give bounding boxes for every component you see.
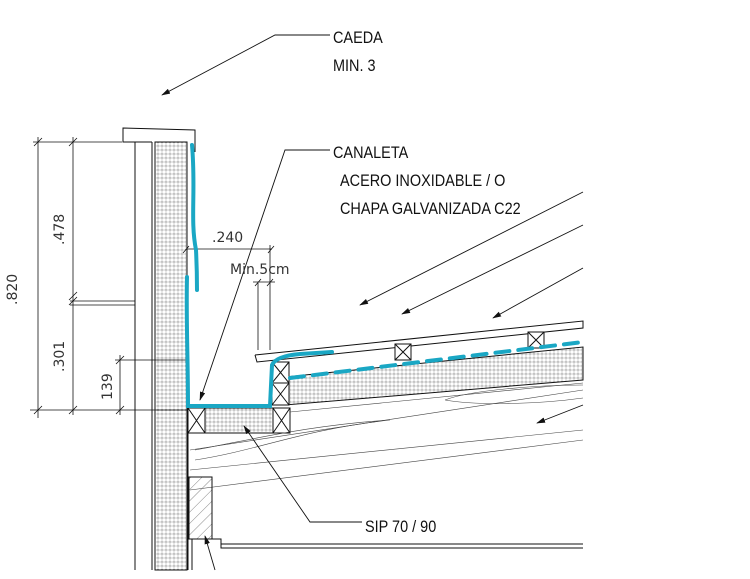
lower-block	[188, 476, 583, 570]
gutter-material-alt-label: CHAPA GALVANIZADA C22	[340, 199, 521, 218]
dimension-lines	[30, 137, 275, 418]
gutter-membrane	[184, 143, 585, 408]
dim-upper: .478	[52, 213, 68, 245]
gutter-material-label: ACERO INOXIDABLE / O	[340, 171, 506, 190]
dim-base: 139	[100, 373, 116, 400]
gutter-support	[187, 407, 291, 434]
dim-gutter-width: .240	[212, 230, 244, 246]
slope-label: CAEDA	[333, 28, 383, 47]
dim-min-overlap: Min.5cm	[230, 262, 290, 278]
gutter-label: CANALETA	[333, 143, 409, 162]
wood-grain	[189, 382, 584, 491]
dim-total: .820	[5, 273, 21, 305]
wall	[122, 127, 196, 571]
panel-label: SIP 70 / 90	[365, 517, 437, 536]
slope-min-label: MIN. 3	[333, 56, 376, 75]
dim-lower: .301	[52, 340, 68, 372]
leader-lines	[161, 34, 584, 571]
